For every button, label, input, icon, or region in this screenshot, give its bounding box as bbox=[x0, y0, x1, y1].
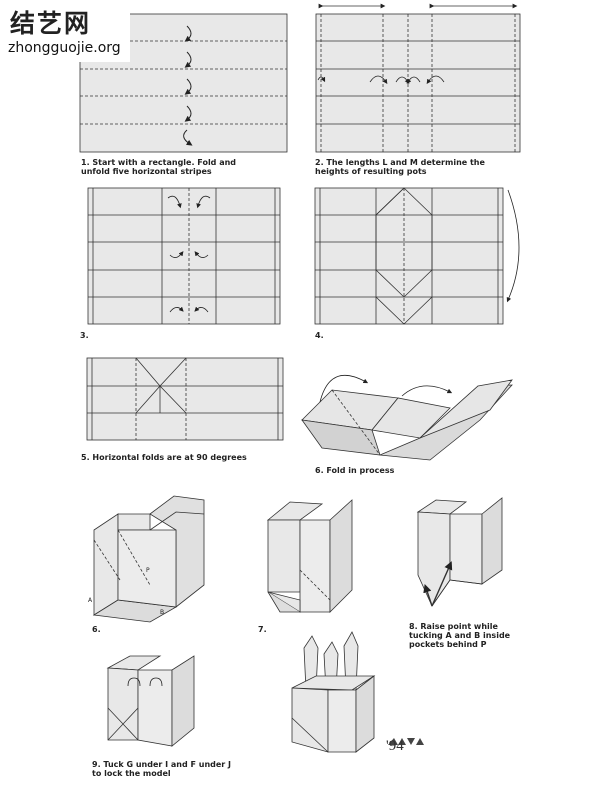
fold-arrow-icon bbox=[183, 25, 193, 146]
watermark-url: zhongguojie.org bbox=[8, 40, 121, 56]
step3-caption: 3. bbox=[80, 331, 89, 340]
step9-box-diagram bbox=[106, 655, 195, 747]
step2-diagram bbox=[315, 3, 521, 153]
step5-caption: 5. Horizontal folds are at 90 degrees bbox=[81, 453, 247, 462]
step7-caption: 7. bbox=[258, 625, 267, 634]
step9-caption: 9. Tuck G under I and F under J to lock … bbox=[92, 760, 232, 778]
step5-diagram bbox=[86, 357, 284, 441]
point-label-a: A bbox=[88, 597, 93, 604]
step4-diagram bbox=[314, 187, 520, 325]
flip-arrow-icon bbox=[506, 189, 520, 303]
step6-process-caption: 6. Fold in process bbox=[315, 466, 395, 475]
step7-box-diagram bbox=[266, 499, 353, 613]
step4-caption: 4. bbox=[315, 331, 324, 340]
step3-diagram bbox=[87, 187, 281, 325]
watermark: 结艺网 zhongguojie.org bbox=[0, 0, 130, 62]
mva-logo-icon bbox=[388, 738, 424, 745]
step6-box-diagram bbox=[92, 495, 205, 623]
step2-caption: 2. The lengths L and M determine the hei… bbox=[315, 158, 485, 176]
fold-arrow-icon bbox=[319, 374, 453, 403]
watermark-chinese: 结艺网 bbox=[10, 9, 92, 38]
fold-arrow-icon bbox=[317, 75, 445, 85]
point-label-b: B bbox=[160, 609, 165, 616]
step1-caption: 1. Start with a rectangle. Fold and unfo… bbox=[81, 158, 237, 176]
signature-year: '94 bbox=[386, 738, 404, 754]
pencil-pot-diagram bbox=[291, 631, 376, 753]
fold-arrow-icon bbox=[167, 195, 211, 313]
step8-box-diagram bbox=[416, 497, 503, 607]
step6-caption: 6. bbox=[92, 625, 101, 634]
step8-caption: 8. Raise point while tucking A and B ins… bbox=[409, 622, 511, 649]
step6-process-diagram bbox=[301, 374, 513, 461]
point-label-p: P bbox=[146, 567, 150, 574]
